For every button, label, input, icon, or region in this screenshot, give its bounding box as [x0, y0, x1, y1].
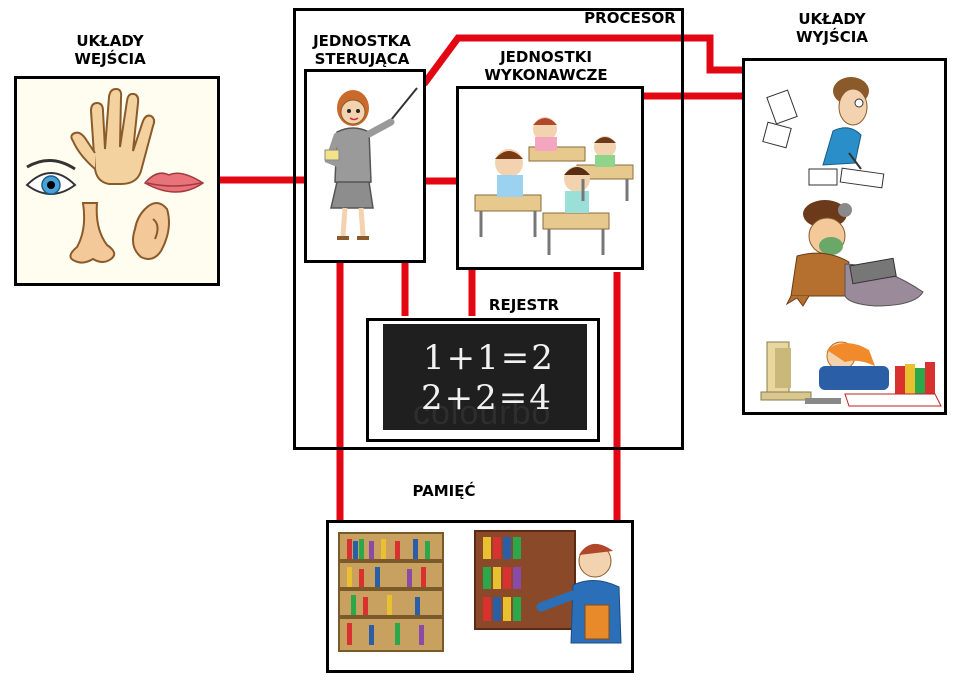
- child-at-computer-icon: [760, 341, 942, 407]
- input-devices-box: [14, 76, 220, 286]
- output-illustrations: [760, 77, 942, 407]
- processor-frame: [293, 8, 684, 450]
- hand-icon: [70, 87, 156, 185]
- bookshelf-icon: [338, 532, 444, 652]
- execution-units-title: JEDNOSTKI WYKONAWCZE: [484, 48, 608, 84]
- ear-icon: [132, 202, 170, 260]
- register-box: colourbo 1+1=2 2+2=4: [366, 318, 600, 442]
- execution-units-box: [456, 86, 644, 270]
- memory-title: PAMIĘĆ: [412, 482, 476, 500]
- librarian-with-bookshelf-icon: [474, 530, 622, 644]
- input-title: UKŁADY WEJŚCIA: [74, 32, 146, 68]
- blackboard-line-2: 2+2=4: [421, 378, 553, 418]
- senses-illustration: [25, 87, 205, 264]
- control-to-output-connector: [421, 34, 744, 87]
- memory-box: [326, 520, 634, 673]
- register-title: REJESTR: [488, 296, 560, 314]
- caveman-typing-icon: [785, 200, 924, 307]
- output-devices-box: [742, 58, 947, 415]
- eye-icon: [25, 159, 77, 195]
- output-title: UKŁADY WYJŚCIA: [796, 10, 868, 46]
- processor-title: PROCESOR: [584, 9, 676, 27]
- teacher-pointer-icon: [324, 87, 418, 240]
- lips-icon: [143, 172, 205, 193]
- control-unit-title: JEDNOSTKA STERUJĄCA: [313, 32, 411, 68]
- blackboard-watermark: colourbo: [413, 394, 552, 432]
- memory-illustrations: [338, 530, 622, 652]
- nose-icon: [69, 202, 116, 264]
- blackboard-line-1: 1+1=2: [423, 338, 555, 378]
- pupils-at-desks-icon: [474, 117, 634, 255]
- control-unit-box: [304, 69, 426, 263]
- writing-person-icon: [762, 77, 885, 189]
- blackboard-icon: colourbo 1+1=2 2+2=4: [383, 324, 587, 432]
